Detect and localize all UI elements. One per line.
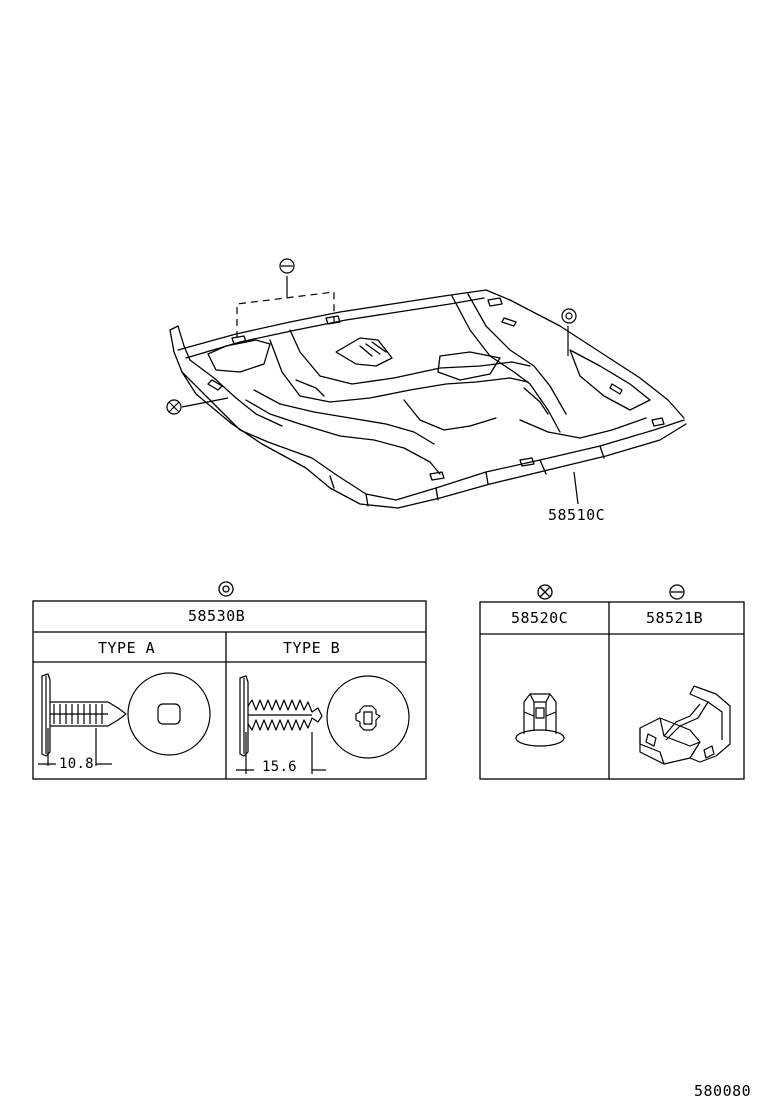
type-a-label: TYPE A	[98, 639, 156, 657]
diagram-code: 580080	[694, 1082, 752, 1100]
part-number-58510c: 58510C	[548, 506, 606, 524]
part-number-58520c: 58520C	[511, 609, 569, 627]
part-number-58521b: 58521B	[646, 609, 704, 627]
type-b-dimension: 15.6	[262, 759, 297, 775]
type-a-dimension: 10.8	[59, 756, 94, 772]
type-b-label: TYPE B	[283, 639, 341, 657]
part-number-58530b: 58530B	[188, 607, 246, 625]
